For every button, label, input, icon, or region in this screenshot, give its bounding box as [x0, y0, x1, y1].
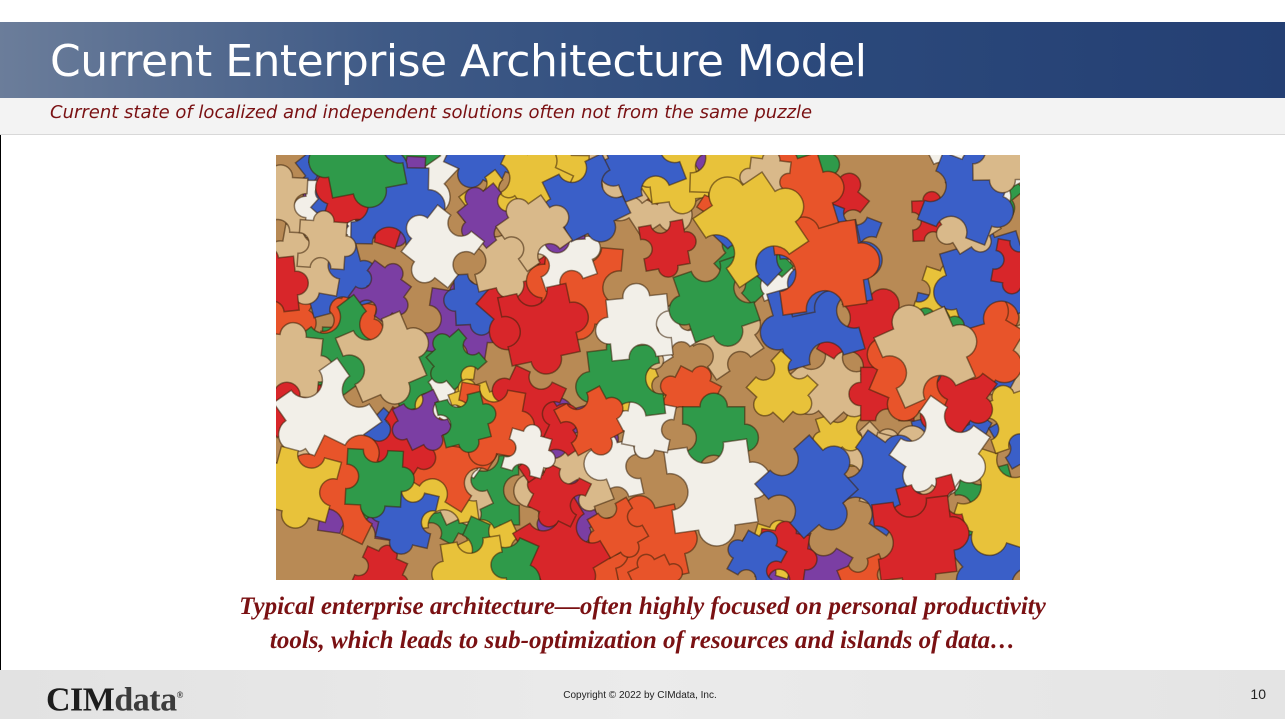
title-bar: [0, 0, 1285, 98]
puzzle-piece: [425, 328, 488, 391]
puzzle-piece: [391, 388, 455, 452]
logo-cim: CIM: [46, 681, 115, 719]
puzzle-piece: [594, 282, 674, 362]
puzzle-piece: [434, 390, 497, 454]
puzzle-piece: [586, 496, 650, 560]
puzzle-piece: [691, 170, 810, 289]
puzzle-pieces-illustration: [276, 155, 1020, 580]
puzzle-piece: [431, 534, 510, 580]
puzzle-piece: [637, 218, 697, 278]
puzzle-piece: [726, 529, 788, 580]
puzzle-piece: [745, 349, 819, 423]
slide-subtitle: Current state of localized and independe…: [50, 102, 813, 123]
puzzle-piece: [872, 304, 978, 410]
slide-title: Current Enterprise Architecture Model: [50, 36, 867, 87]
puzzle-piece: [834, 552, 897, 580]
puzzle-pieces-image: [276, 155, 1020, 580]
slide-caption: Typical enterprise architecture—often hi…: [60, 590, 1225, 658]
copyright-notice: Copyright © 2022 by CIMdata, Inc.: [563, 690, 717, 701]
puzzle-piece: [334, 310, 430, 405]
puzzle-piece: [276, 445, 343, 529]
puzzle-piece: [990, 237, 1020, 295]
puzzle-piece: [500, 423, 557, 480]
puzzle-piece: [308, 155, 408, 209]
logo-data: data: [114, 681, 177, 719]
puzzle-piece: [753, 433, 860, 540]
puzzle-piece: [400, 203, 486, 290]
puzzle-piece: [888, 394, 992, 498]
cimdata-logo: CIMdata®: [46, 674, 184, 719]
subtitle-bar: [0, 98, 1285, 135]
puzzle-piece: [494, 193, 574, 273]
puzzle-piece: [626, 553, 684, 580]
page-number: 10: [1250, 686, 1266, 702]
puzzle-piece: [496, 282, 589, 375]
puzzle-piece: [344, 447, 415, 519]
caption-line-2: tools, which leads to sub-optimization o…: [269, 627, 1016, 654]
puzzle-piece: [553, 385, 625, 457]
puzzle-piece: [276, 246, 309, 317]
puzzle-piece: [870, 494, 970, 580]
puzzle-piece: [296, 210, 357, 271]
puzzle-piece: [276, 164, 309, 234]
puzzle-piece: [978, 384, 1020, 455]
logo-registered-mark: ®: [176, 690, 184, 700]
puzzle-piece: [971, 155, 1020, 194]
footer-bar: [0, 670, 1285, 719]
caption-line-1: Typical enterprise architecture—often hi…: [239, 593, 1046, 620]
